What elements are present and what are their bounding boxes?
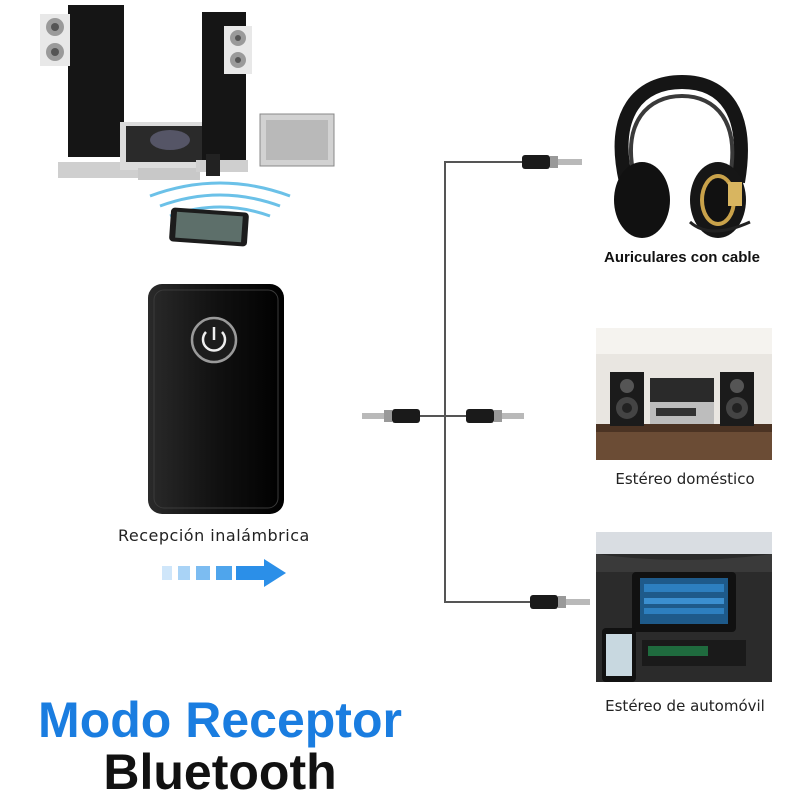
output-label-car-stereo: Estéreo de automóvil bbox=[605, 697, 765, 715]
output-label-home-stereo: Estéreo doméstico bbox=[615, 470, 755, 488]
power-icon bbox=[190, 316, 238, 364]
home-stereo-photo bbox=[596, 328, 772, 460]
output-label-headphones: Auriculares con cable bbox=[604, 249, 760, 266]
car-stereo-photo bbox=[596, 532, 772, 682]
headphones-illustration bbox=[614, 74, 751, 238]
arrow-right-icon bbox=[162, 559, 286, 587]
audio-jack-icon bbox=[522, 155, 582, 169]
speaker-system-illustration bbox=[40, 5, 335, 247]
audio-jack-icon bbox=[466, 409, 524, 423]
title-line-2: Bluetooth bbox=[103, 744, 337, 800]
device-caption: Recepción inalámbrica bbox=[118, 526, 310, 545]
bluetooth-receiver-device bbox=[148, 284, 284, 514]
cable-diagram bbox=[362, 155, 590, 609]
title-line-1: Modo Receptor bbox=[38, 692, 402, 748]
audio-jack-icon bbox=[530, 595, 590, 609]
audio-jack-icon bbox=[362, 409, 420, 423]
